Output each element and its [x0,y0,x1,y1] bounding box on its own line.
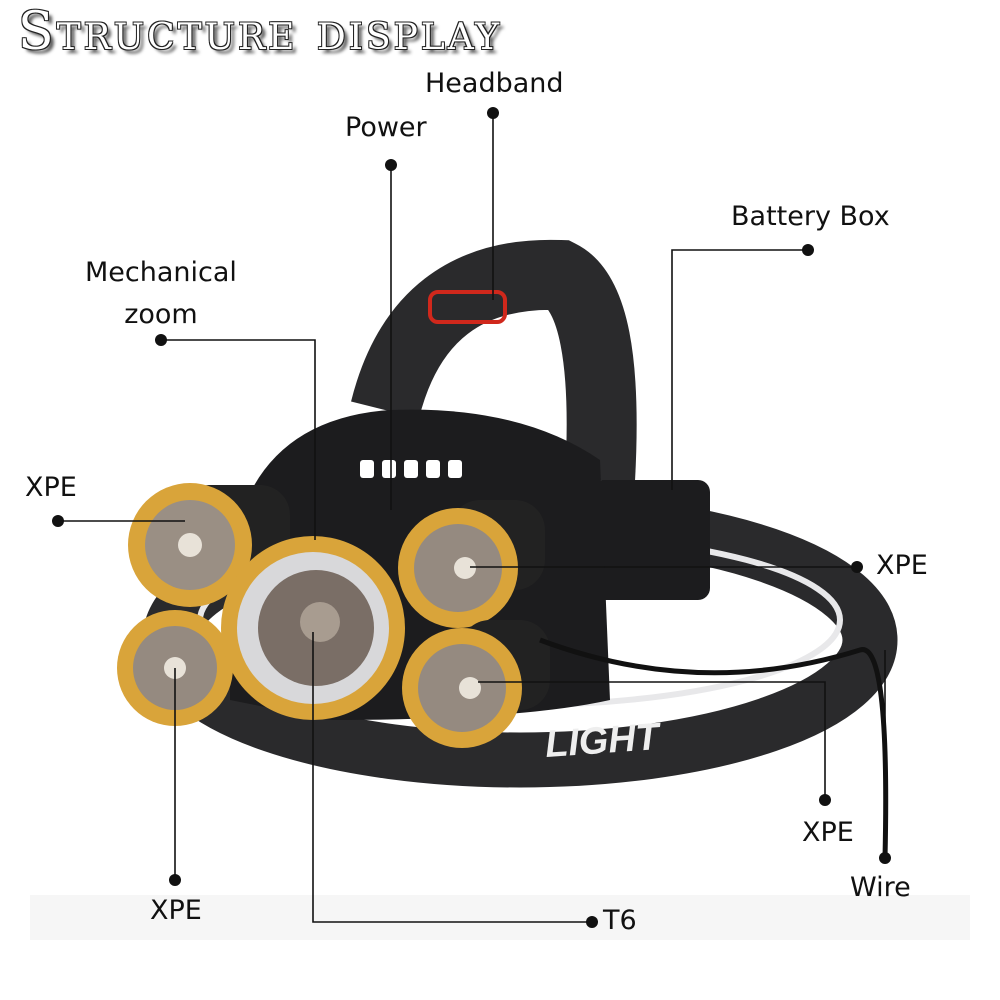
strap-print: LIGHT [543,716,661,766]
base-shadow [30,895,970,940]
label-xpe-bottom-left: XPE [150,895,202,926]
battery-box [590,480,710,600]
label-xpe-left: XPE [25,472,77,503]
t6-lamp-center [221,536,405,720]
label-xpe-bottom-right: XPE [802,817,854,848]
label-headband: Headband [425,68,564,99]
label-xpe-right: XPE [876,550,928,581]
page-title: Structure display [18,2,503,62]
leader-lines [58,113,886,923]
leader-dots [52,107,891,928]
label-power: Power [345,112,427,143]
label-battery-box: Battery Box [731,201,890,232]
label-t6: T6 [603,905,637,936]
label-mechanical-zoom: Mechanical zoom [85,257,237,330]
label-wire: Wire [850,872,911,903]
xpe-lamp-bottom-right [402,620,550,748]
